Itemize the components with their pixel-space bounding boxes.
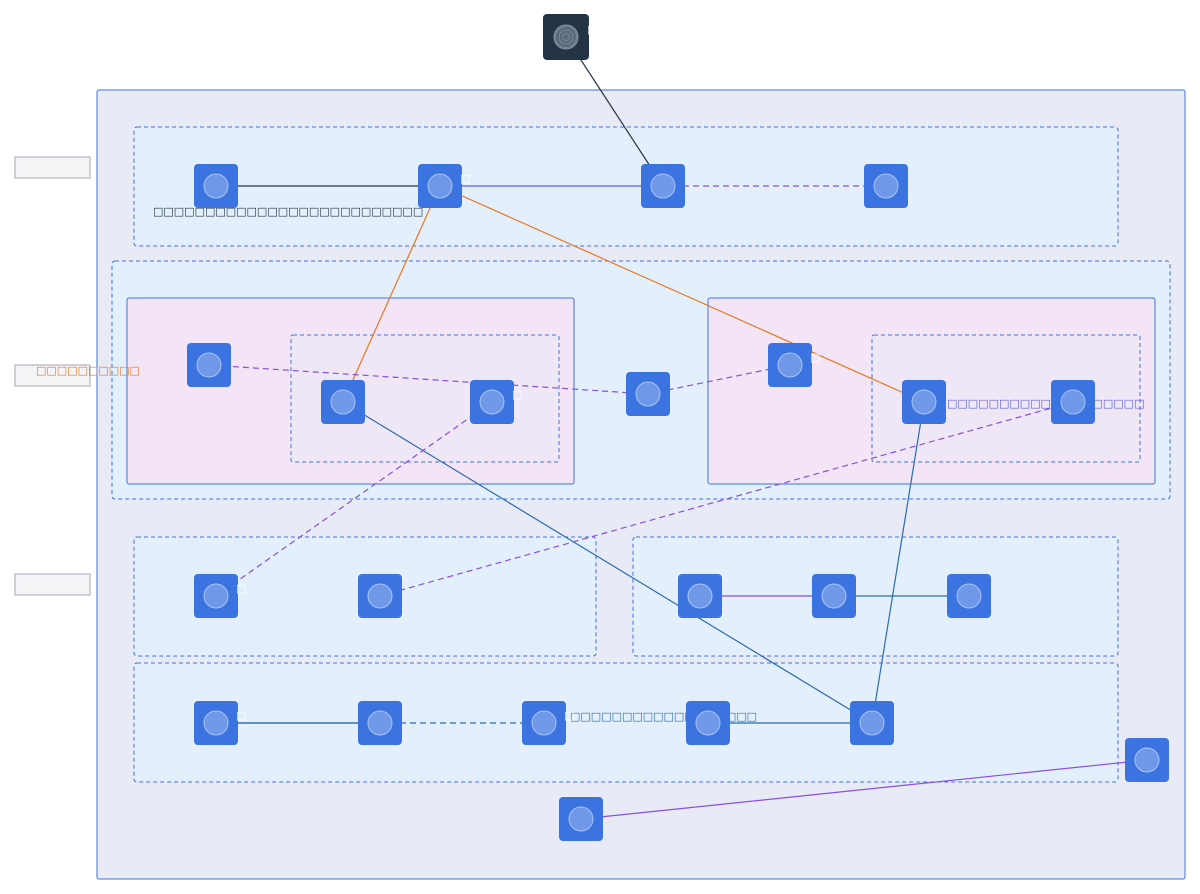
node-r4-b[interactable] bbox=[358, 701, 402, 745]
node-r2-c[interactable]: □ bbox=[470, 380, 522, 424]
node-glyph: □ bbox=[512, 388, 522, 401]
circle-icon bbox=[911, 389, 937, 415]
edge-r2-mid-to-r2-d bbox=[647, 362, 791, 395]
circle-icon bbox=[650, 173, 676, 199]
node-r2-e[interactable] bbox=[902, 380, 946, 424]
circle-icon bbox=[367, 710, 393, 736]
edge-r1-b-to-r2-b bbox=[342, 185, 441, 403]
nodes-layer: □ □ □ □ □ □ □ bbox=[187, 14, 1169, 841]
node-r3-e[interactable] bbox=[947, 574, 991, 618]
circle-icon bbox=[427, 173, 453, 199]
node-r3-d[interactable] bbox=[812, 574, 856, 618]
edge-r2-mid-to-r2-a bbox=[208, 361, 649, 395]
circle-icon bbox=[531, 710, 557, 736]
node-right-node[interactable] bbox=[1125, 738, 1169, 782]
lane-label-box-2 bbox=[14, 364, 91, 387]
lane-label-2: □□□□□□□□□□ bbox=[36, 364, 140, 377]
edges-layer: □□□□□□□□□□□□□□□□□□□□□□□□□□□□□□□□□□□□□□□□… bbox=[153, 36, 1148, 820]
edge-r2-e-to-r4-e bbox=[869, 401, 925, 724]
node-glyph: □ bbox=[564, 709, 574, 722]
node-bottom-node[interactable] bbox=[559, 797, 603, 841]
circle-icon bbox=[859, 710, 885, 736]
node-r3-c[interactable] bbox=[678, 574, 722, 618]
edge-r2-b-to-r4-e bbox=[342, 401, 873, 724]
radar-ring bbox=[562, 33, 570, 41]
node-r1-c[interactable] bbox=[641, 164, 685, 208]
circle-icon bbox=[203, 583, 229, 609]
lane-label-box-1 bbox=[14, 156, 91, 179]
circle-icon bbox=[956, 583, 982, 609]
node-r4-d[interactable] bbox=[686, 701, 730, 745]
edge-label-r1-a-to-r1-b: □□□□□□□□□□□□□□□□□□□□□□□□□□ bbox=[153, 205, 423, 218]
node-r4-a[interactable]: □ bbox=[194, 701, 246, 745]
circle-icon bbox=[367, 583, 393, 609]
side-labels: □□□□□□□□□□ bbox=[14, 156, 140, 596]
circle-icon bbox=[873, 173, 899, 199]
radar-ring bbox=[555, 26, 577, 48]
node-top-service[interactable]: □ bbox=[543, 14, 597, 60]
node-glyph: □ bbox=[587, 23, 597, 36]
lane-4 bbox=[133, 662, 1119, 783]
node-r1-d[interactable] bbox=[864, 164, 908, 208]
node-r2-d[interactable]: □ bbox=[768, 343, 820, 387]
radar-ring bbox=[558, 29, 574, 45]
circle-icon bbox=[203, 710, 229, 736]
node-glyph: □ bbox=[460, 172, 470, 185]
node-r1-a[interactable] bbox=[194, 164, 238, 208]
edge-r1-b-to-r2-e bbox=[439, 185, 925, 403]
node-glyph: □ bbox=[810, 351, 820, 364]
subgroup-left-inner bbox=[290, 334, 560, 463]
circle-icon bbox=[695, 710, 721, 736]
circle-icon bbox=[777, 352, 803, 378]
circle-icon bbox=[479, 389, 505, 415]
circle-icon bbox=[330, 389, 356, 415]
node-r4-e[interactable] bbox=[850, 701, 894, 745]
circle-icon bbox=[635, 381, 661, 407]
edge-label-r3-b-to-r2-f: □□□□□□□□□□□□□□□□□□□ bbox=[947, 397, 1144, 410]
node-r3-b[interactable] bbox=[358, 574, 402, 618]
node-glyph: □ bbox=[236, 582, 246, 595]
circle-icon bbox=[687, 583, 713, 609]
circle-icon bbox=[203, 173, 229, 199]
edge-bottom-node-to-right-node bbox=[580, 756, 1148, 820]
circle-icon bbox=[568, 806, 594, 832]
node-r3-a[interactable]: □ bbox=[194, 574, 246, 618]
lane-label-box-3 bbox=[14, 573, 91, 596]
subgroup-right-inner bbox=[871, 334, 1141, 463]
circle-icon bbox=[196, 352, 222, 378]
circle-icon bbox=[821, 583, 847, 609]
node-r2-b[interactable] bbox=[321, 380, 365, 424]
edge-top-service-to-r1-c bbox=[565, 36, 664, 187]
node-r2-mid[interactable] bbox=[626, 372, 670, 416]
node-r2-f[interactable] bbox=[1051, 380, 1095, 424]
radar-icon bbox=[553, 24, 579, 50]
circle-icon bbox=[1060, 389, 1086, 415]
node-r2-a[interactable] bbox=[187, 343, 231, 387]
edge-r3-a-to-r2-c bbox=[215, 401, 493, 597]
circle-icon bbox=[1134, 747, 1160, 773]
node-r1-b[interactable]: □ bbox=[418, 164, 470, 208]
node-glyph: □ bbox=[236, 709, 246, 722]
node-r4-c[interactable]: □ bbox=[522, 701, 574, 745]
